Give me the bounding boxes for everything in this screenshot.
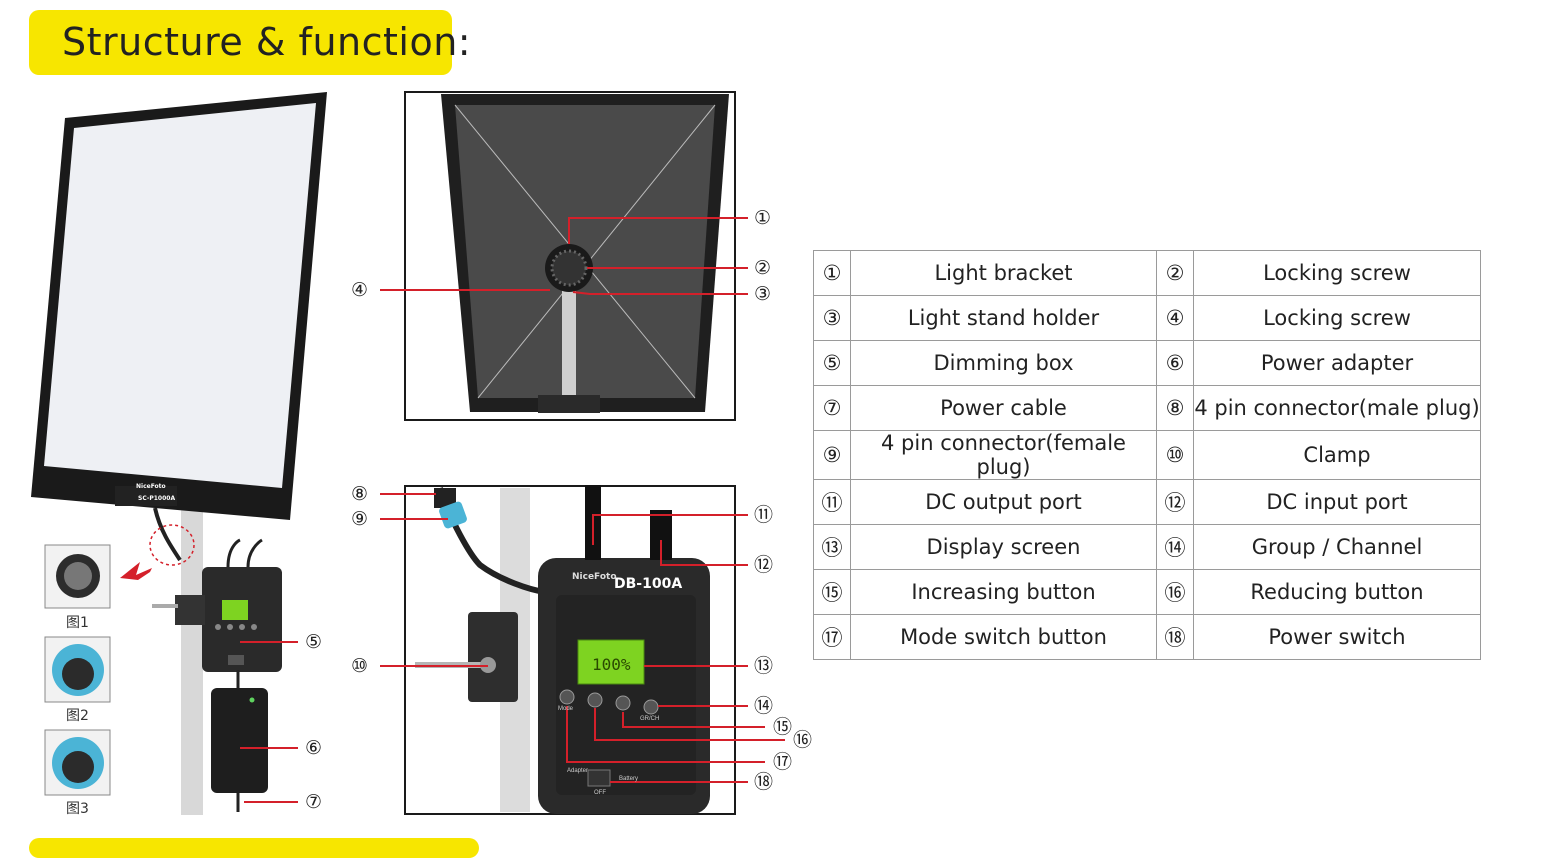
screen-readout: 100%	[592, 655, 631, 674]
callout-2: ②	[754, 257, 772, 279]
power-switch	[587, 769, 611, 787]
thumbnail-caption-1: 图1	[66, 615, 89, 631]
part-number: ⑱	[1156, 614, 1194, 660]
part-number: ⑥	[1156, 340, 1194, 386]
callout-8: ⑧	[351, 483, 369, 505]
callout-9: ⑨	[351, 508, 369, 530]
connector-highlight	[149, 524, 195, 566]
callout-18: ⑱	[754, 771, 774, 793]
part-name: Light stand holder	[850, 295, 1157, 341]
callout-14: ⑭	[754, 695, 774, 717]
part-number: ⑬	[813, 524, 851, 570]
part-name: Increasing button	[850, 569, 1157, 615]
part-name: Reducing button	[1193, 569, 1481, 615]
part-number: ⑫	[1156, 479, 1194, 525]
clamp	[468, 612, 518, 702]
callout-13: ⑬	[754, 655, 774, 677]
part-name: Locking screw	[1193, 295, 1481, 341]
page-title: Structure & function:	[62, 20, 472, 64]
part-name: Clamp	[1193, 430, 1481, 480]
part-number: ⑩	[1156, 430, 1194, 480]
header-badge	[29, 10, 452, 75]
stand-pole	[181, 500, 203, 815]
part-name: Power switch	[1193, 614, 1481, 660]
part-number: ⑨	[813, 430, 851, 480]
part-number: ⑧	[1156, 385, 1194, 431]
part-number: ④	[1156, 295, 1194, 341]
part-number: ②	[1156, 250, 1194, 296]
callout-6: ⑥	[305, 737, 323, 759]
part-name: Display screen	[850, 524, 1157, 570]
callout-16: ⑯	[793, 729, 813, 751]
part-name: Power adapter	[1193, 340, 1481, 386]
callout-10: ⑩	[351, 655, 369, 677]
dimmer-brand: NiceFoto	[572, 572, 617, 582]
part-name: 4 pin connector(female plug)	[850, 430, 1157, 480]
callout-17: ⑰	[773, 751, 793, 773]
callout-7: ⑦	[305, 791, 323, 813]
callout-5: ⑤	[305, 631, 323, 653]
callout-11: ⑪	[754, 504, 774, 526]
dimmer-screen-small	[222, 600, 248, 620]
dimmer-model: DB-100A	[614, 576, 683, 592]
softbox-brand: NiceFoto	[136, 483, 166, 490]
callout-12: ⑫	[754, 554, 774, 576]
part-number: ⑭	[1156, 524, 1194, 570]
callout-1: ①	[754, 207, 772, 229]
leader-lines	[240, 217, 785, 803]
thumbnail-caption-3: 图3	[66, 801, 89, 817]
mode-button-label: Mode	[558, 706, 574, 712]
part-name: Light bracket	[850, 250, 1157, 296]
part-name: 4 pin connector(male plug)	[1193, 385, 1481, 431]
callout-3: ③	[754, 283, 772, 305]
display-screen	[577, 639, 645, 685]
stand-tube	[562, 280, 576, 400]
part-number: ⑤	[813, 340, 851, 386]
callout-15: ⑮	[773, 716, 793, 738]
arrow-icon	[120, 562, 152, 580]
part-name: Group / Channel	[1193, 524, 1481, 570]
softbox-model: SC-P1000A	[138, 495, 176, 502]
part-name: Dimming box	[850, 340, 1157, 386]
part-number: ⑯	[1156, 569, 1194, 615]
grch-button-label: GR/CH	[640, 716, 660, 722]
callout-4: ④	[351, 279, 369, 301]
part-number: ⑪	[813, 479, 851, 525]
softbox-label-plate	[115, 486, 177, 506]
part-number: ③	[813, 295, 851, 341]
part-name: DC output port	[850, 479, 1157, 525]
part-name: Locking screw	[1193, 250, 1481, 296]
part-name: Power cable	[850, 385, 1157, 431]
switch-battery-label: Battery	[619, 776, 639, 782]
part-number: ⑰	[813, 614, 851, 660]
part-name: DC input port	[1193, 479, 1481, 525]
part-number: ①	[813, 250, 851, 296]
softbox-diffuser	[44, 103, 316, 488]
switch-off-label: OFF	[594, 790, 606, 796]
switch-adapter-label: Adapter	[567, 768, 589, 774]
part-number: ⑮	[813, 569, 851, 615]
part-name: Mode switch button	[850, 614, 1157, 660]
power-adapter	[211, 688, 268, 793]
part-number: ⑦	[813, 385, 851, 431]
thumbnail-caption-2: 图2	[66, 708, 89, 724]
